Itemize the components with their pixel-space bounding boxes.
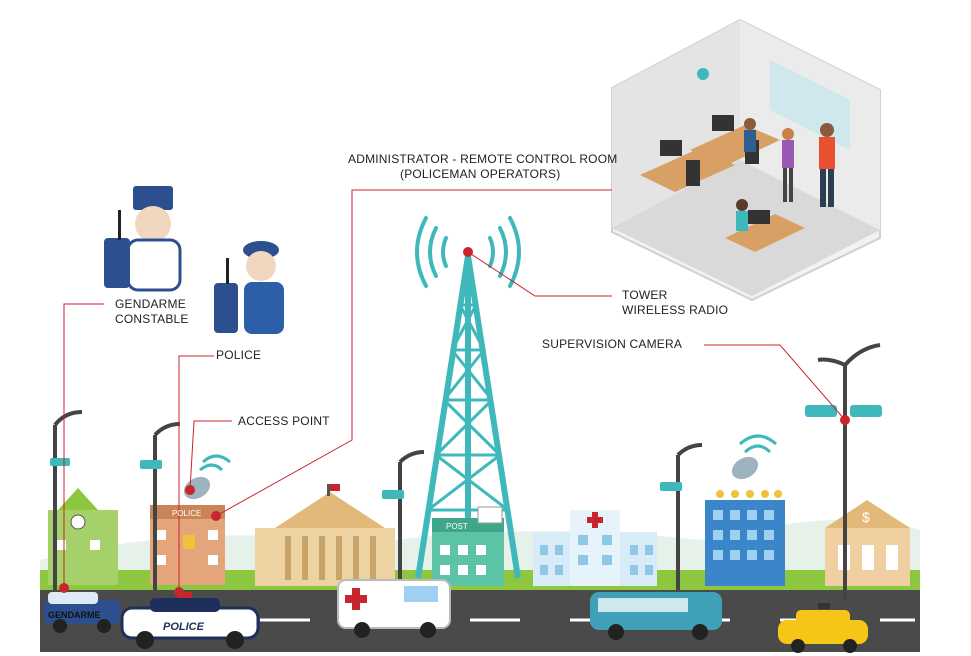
operator-person-icon <box>819 123 835 207</box>
tower-label-line1: TOWER <box>622 288 668 302</box>
satellite-dish-icon <box>731 434 777 480</box>
chair-icon <box>686 160 700 186</box>
camera-label: SUPERVISION CAMERA <box>542 337 683 351</box>
school-building <box>48 488 118 585</box>
camera-icon <box>50 405 882 499</box>
control-room-label-line1: ADMINISTRATOR - REMOTE CONTROL ROOM <box>348 152 618 166</box>
police-car-icon: POLICE <box>120 592 260 649</box>
wireless-signal-icon <box>415 216 521 288</box>
control-room <box>611 18 881 302</box>
van-icon <box>590 592 722 640</box>
operator-person-icon <box>782 128 794 202</box>
gendarme-label: GENDARME CONSTABLE <box>115 297 189 327</box>
monitor-icon <box>660 140 682 156</box>
radio-icon <box>214 283 238 333</box>
stars-icon <box>716 490 782 498</box>
buildings <box>48 484 910 586</box>
access-point-label: ACCESS POINT <box>238 414 330 428</box>
clock-icon <box>697 68 709 80</box>
police-station-sign: POLICE <box>172 509 201 518</box>
police-car-text: POLICE <box>163 621 205 633</box>
monitor-icon <box>712 115 734 131</box>
mail-icon <box>477 506 503 524</box>
gendarme-label-line2: CONSTABLE <box>115 312 189 326</box>
tower-label-line2: WIRELESS RADIO <box>622 303 729 317</box>
control-room-label-line2: (POLICEMAN OPERATORS) <box>400 167 561 181</box>
operator-person-icon <box>744 118 756 152</box>
badge-icon <box>183 535 195 549</box>
police-station-building <box>150 505 225 585</box>
hospital-building <box>533 510 657 586</box>
radio-icon <box>104 238 130 288</box>
gendarme-car-text: GENDARME <box>48 610 101 620</box>
taxi-icon <box>778 603 868 653</box>
connector-lines <box>63 189 846 592</box>
police-character-icon <box>214 241 284 334</box>
clock-icon <box>70 514 86 530</box>
ambulance-icon <box>337 579 451 638</box>
bank-building <box>825 500 910 586</box>
tower-label: TOWER WIRELESS RADIO <box>622 288 728 318</box>
bank-sign: $ <box>862 509 870 525</box>
connection-node-dots <box>59 247 850 597</box>
post-office-building <box>432 506 504 586</box>
control-room-label: ADMINISTRATOR - REMOTE CONTROL ROOM (POL… <box>348 152 617 182</box>
gendarme-car-icon: GENDARME <box>44 592 120 633</box>
satellite-dish-icon <box>183 454 231 500</box>
gendarme-label-line1: GENDARME <box>115 297 186 311</box>
police-label: POLICE <box>216 348 262 362</box>
hotel-building <box>705 490 785 586</box>
gendarme-character-icon <box>104 186 182 292</box>
government-building <box>255 484 395 586</box>
post-office-sign: POST <box>446 522 468 531</box>
operator-person-icon <box>736 199 748 231</box>
monitor-icon <box>748 210 770 224</box>
